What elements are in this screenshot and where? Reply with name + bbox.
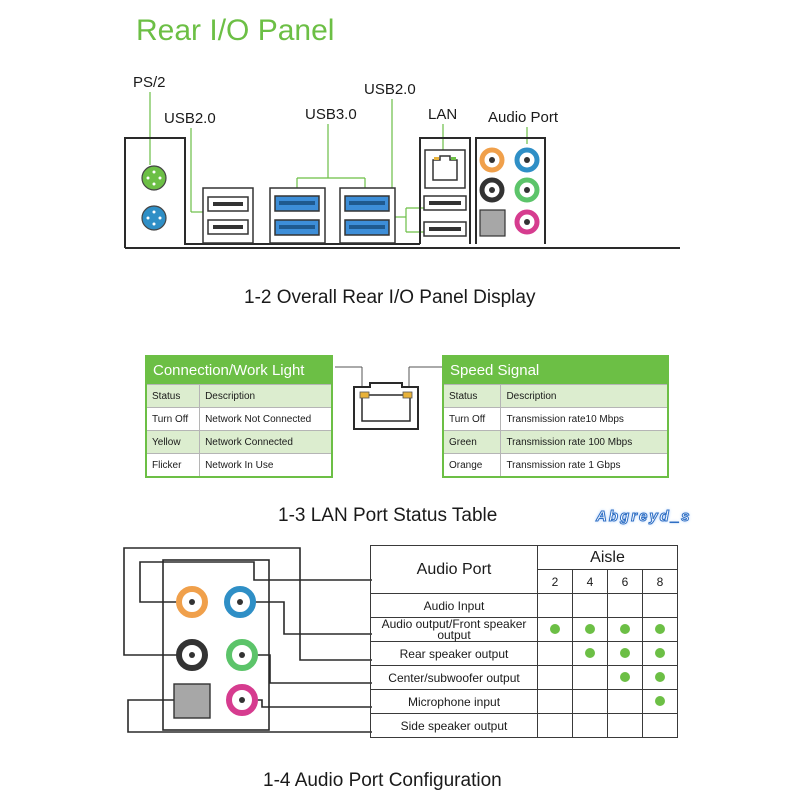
watermark: Abgreyd_s	[596, 508, 692, 526]
channel-cell	[607, 641, 643, 666]
table-cell: Turn Off	[442, 407, 502, 431]
table-header: Status	[145, 384, 201, 408]
channel-cell	[537, 641, 573, 666]
channel-cell	[572, 665, 608, 690]
table-cell: Orange	[442, 453, 502, 478]
supported-dot	[655, 647, 665, 658]
usb2-left-ports	[202, 187, 254, 244]
channel-cell	[537, 689, 573, 714]
table-row: Audio Input	[370, 593, 678, 618]
supported-dot	[550, 623, 560, 634]
panel-outline	[124, 137, 680, 249]
rear-io-panel-diagram	[124, 92, 680, 249]
channel-cell	[537, 593, 573, 618]
usb3-label: USB3.0	[305, 106, 357, 123]
channel-cell	[572, 617, 608, 642]
lan-port	[424, 149, 466, 189]
supported-dot	[620, 647, 630, 658]
lan-caption: 1-3 LAN Port Status Table	[278, 505, 498, 526]
supported-dot	[620, 671, 630, 682]
channel-cell	[607, 713, 643, 738]
table-header: Description	[500, 384, 669, 408]
lan-label: LAN	[428, 106, 458, 123]
usb2-right-label: USB2.0	[364, 81, 416, 98]
channel-cell	[642, 593, 678, 618]
channel-cell	[642, 617, 678, 642]
table-cell: Network Connected	[199, 430, 333, 454]
supported-dot	[585, 623, 595, 634]
channel-cell	[572, 713, 608, 738]
channel-cell	[537, 665, 573, 690]
channel-cell	[642, 641, 678, 666]
table-header: Description	[199, 384, 333, 408]
channel-header: 8	[642, 569, 678, 594]
audio-row-label: Side speaker output	[370, 713, 538, 738]
audio-caption: 1-4 Audio Port Configuration	[263, 770, 502, 791]
audio-port-label: Audio Port	[488, 109, 559, 126]
leader-lines	[149, 92, 528, 233]
audio-jack-diagram	[123, 547, 372, 733]
audio-row-label: Rear speaker output	[370, 641, 538, 666]
channel-cell	[572, 641, 608, 666]
table-cell: Green	[442, 430, 502, 454]
audio-row-label: Center/subwoofer output	[370, 665, 538, 690]
supported-dot	[655, 695, 665, 706]
page-title: Rear I/O Panel	[136, 14, 335, 47]
usb2-left-label: USB2.0	[164, 110, 216, 127]
supported-dot	[585, 647, 595, 658]
channel-header: 2	[537, 569, 573, 594]
channel-cell	[607, 593, 643, 618]
table-cell: Transmission rate10 Mbps	[500, 407, 669, 431]
panel-caption: 1-2 Overall Rear I/O Panel Display	[244, 287, 536, 308]
table-title: Speed Signal	[443, 356, 668, 385]
audio-row-label: Audio Input	[370, 593, 538, 618]
table-cell: Flicker	[145, 453, 201, 478]
table-row: Audio output/Front speaker output	[370, 617, 678, 642]
table-title: Connection/Work Light	[146, 356, 332, 385]
channel-header: 4	[572, 569, 608, 594]
usb2-right-ports	[423, 195, 467, 237]
channel-cell	[607, 617, 643, 642]
channel-cell	[642, 713, 678, 738]
audio-row-label: Microphone input	[370, 689, 538, 714]
audio-diagram-jacks	[173, 586, 258, 719]
channel-cell	[537, 617, 573, 642]
aisle-header: Aisle	[537, 545, 678, 570]
lan-jack-diagram	[335, 366, 442, 430]
channel-cell	[642, 689, 678, 714]
table-row: Center/subwoofer output	[370, 665, 678, 690]
table-row: Microphone input	[370, 689, 678, 714]
usb3-ports	[269, 187, 396, 244]
table-cell: Transmission rate 100 Mbps	[500, 430, 669, 454]
channel-cell	[572, 689, 608, 714]
channel-header: 6	[607, 569, 643, 594]
audio-row-label: Audio output/Front speaker output	[370, 617, 538, 642]
table-cell: Transmission rate 1 Gbps	[500, 453, 669, 478]
table-cell: Yellow	[145, 430, 201, 454]
table-cell: Network Not Connected	[199, 407, 333, 431]
channel-cell	[642, 665, 678, 690]
ps2-label: PS/2	[133, 74, 166, 91]
audio-jacks	[479, 147, 540, 237]
channel-cell	[537, 713, 573, 738]
table-cell: Network In Use	[199, 453, 333, 478]
table-row: Rear speaker output	[370, 641, 678, 666]
ps2-port	[141, 165, 167, 231]
table-row: Side speaker output	[370, 713, 678, 738]
table-cell: Turn Off	[145, 407, 201, 431]
channel-cell	[607, 689, 643, 714]
channel-cell	[607, 665, 643, 690]
supported-dot	[655, 623, 665, 634]
supported-dot	[620, 623, 630, 634]
audio-port-header: Audio Port	[370, 545, 538, 594]
channel-cell	[572, 593, 608, 618]
supported-dot	[655, 671, 665, 682]
table-header: Status	[442, 384, 502, 408]
